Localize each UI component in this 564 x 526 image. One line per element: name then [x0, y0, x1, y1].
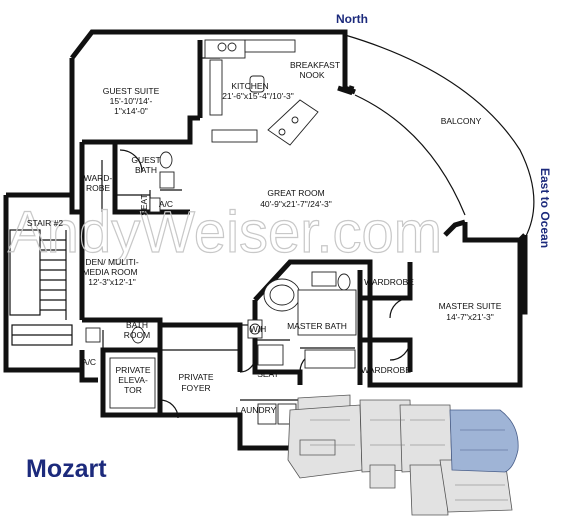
wardrobe-bottom-label: WARDROBE — [361, 365, 411, 375]
breakfast-nook-line-1: BREAKFAST — [290, 60, 340, 70]
watermark: AndyWeiser.com — [8, 200, 442, 265]
great-room-name: GREAT ROOM — [267, 188, 324, 198]
guest-suite-dim-1: 15'-10"/14'- — [110, 96, 153, 106]
key-plan — [287, 394, 519, 516]
kitchen-name: KITCHEN — [231, 81, 268, 91]
guest-bath-line-2: BATH — [135, 165, 157, 175]
ac-lower-label: A/C — [82, 357, 96, 367]
bath-room-line-1: BATH — [126, 320, 148, 330]
den-line-2: MEDIA ROOM — [82, 267, 137, 277]
den-dim: 12'-3"x12'-1" — [88, 277, 136, 287]
elevator-line-3: TOR — [124, 385, 142, 395]
wardrobe-line-2: ROBE — [86, 183, 110, 193]
fixtures — [85, 39, 357, 425]
east-label: East to Ocean — [538, 168, 552, 248]
unit-title: Mozart — [26, 455, 107, 483]
elevator-line-2: ELEVA- — [118, 375, 148, 385]
stair-treads — [9, 229, 73, 346]
room-labels: GUEST SUITE 15'-10"/14'- 1"x14'-0" KITCH… — [27, 60, 502, 415]
elevator-line-1: PRIVATE — [115, 365, 150, 375]
laundry-label: LAUNDRY — [236, 405, 277, 415]
seat-label: SEAT — [139, 194, 149, 216]
guest-suite-dim-2: 1"x14'-0" — [114, 106, 148, 116]
stair-label: STAIR #2 — [27, 218, 63, 228]
north-label: North — [336, 12, 368, 26]
wardrobe-top-label: WARDROBE — [364, 277, 414, 287]
kitchen-dim: 21'-6"x15'-4"/10'-3" — [222, 91, 294, 101]
wardrobe-line-1: WARD- — [84, 173, 113, 183]
foyer-line-2: FOYER — [181, 383, 210, 393]
great-room-dim: 40'-9"x21'-7"/24'-3" — [260, 199, 332, 209]
bath-room-line-2: ROOM — [124, 330, 150, 340]
foyer-line-1: PRIVATE — [178, 372, 213, 382]
master-bath-label: MASTER BATH — [287, 321, 347, 331]
guest-suite-name: GUEST SUITE — [103, 86, 160, 96]
ac-label: A/C — [159, 199, 173, 209]
balcony-outline — [337, 34, 535, 239]
den-line-1: DEN/ MULITI- — [85, 257, 139, 267]
master-suite-dim: 14'-7"x21'-3" — [446, 312, 494, 322]
master-suite-name: MASTER SUITE — [439, 301, 502, 311]
wh-label: W/H — [250, 324, 267, 334]
guest-bath-line-1: GUEST — [131, 155, 160, 165]
seat-lower-label: SEAT — [257, 369, 279, 379]
breakfast-nook-line-2: NOOK — [299, 70, 324, 80]
balcony-label: BALCONY — [441, 116, 482, 126]
